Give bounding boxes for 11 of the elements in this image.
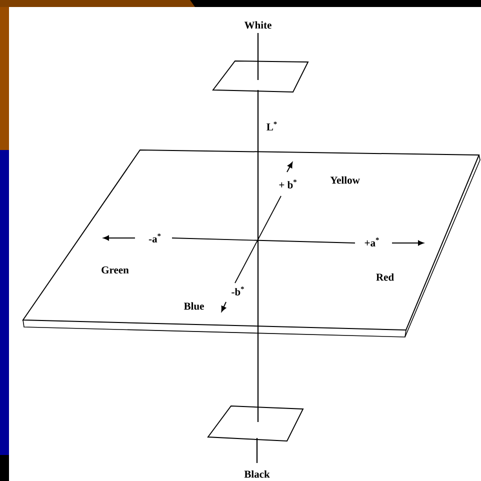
color-label: Blue: [184, 302, 204, 310]
axis-label: -a$^{*}$: [148, 234, 161, 242]
pole-label: White: [244, 21, 272, 29]
axis-label: + b$^{*}$: [279, 180, 297, 188]
color-label: Green: [102, 266, 129, 274]
color-label: Red: [376, 273, 394, 281]
pole-label: Black: [244, 470, 270, 478]
axis-label: -b$^{*}$: [232, 286, 244, 296]
axis-label: L$^{*}$: [266, 122, 277, 130]
color-label: Yellow: [330, 176, 360, 184]
axis-label: +a$^{*}$: [364, 238, 379, 246]
